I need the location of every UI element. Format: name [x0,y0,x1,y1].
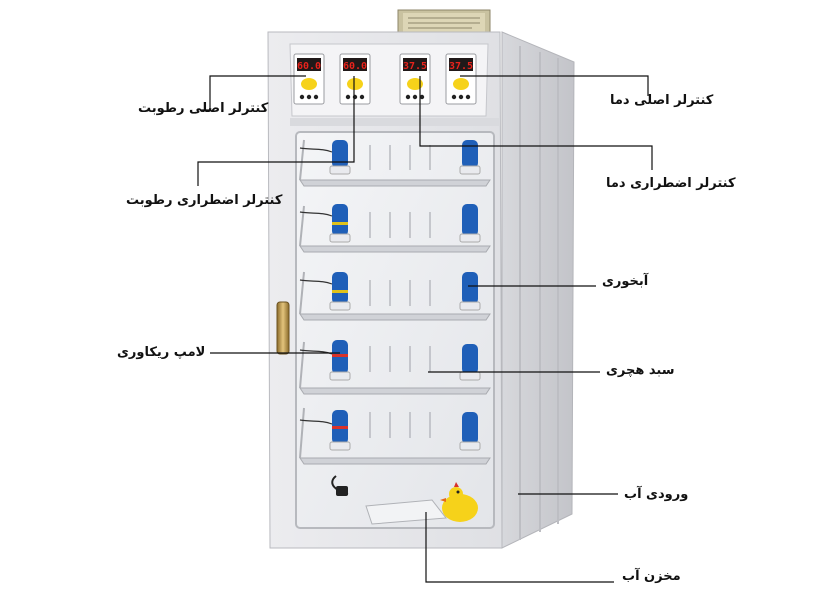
label-recovery-lamp: لامپ ریکاوری [117,345,206,360]
humidity-display-1: 60.0 [297,61,321,72]
label-emergency-humidity-controller: کنترلر اضطراری رطوبت [126,193,283,208]
temperature-controller-1: 37.5 [399,53,431,105]
temperature-display-1: 37.5 [403,61,427,72]
water-feeder-left-5 [329,410,351,451]
humidity-controller-1: 60.0 [293,53,325,105]
humidity-controller-2: 60.0 [339,53,371,105]
temperature-display-2: 37.5 [449,61,473,72]
humidity-display-2: 60.0 [343,61,367,72]
temperature-controller-2: 37.5 [445,53,477,105]
leader-main-humidity [200,75,306,111]
water-feeder-right-3 [459,272,481,311]
water-feeder-right-2 [459,204,481,243]
water-feeder-left-2 [329,204,351,243]
label-main-humidity-controller: کنترلر اصلی رطوبت [138,101,269,116]
egg-tray-3 [299,271,491,321]
egg-tray-1 [299,139,491,187]
water-feeder-right-1 [459,140,481,175]
water-feeder-left-4 [329,340,351,381]
leader-emergency-humidity [197,76,355,186]
egg-tray-5 [299,407,491,465]
leader-emergency-temperature [419,76,653,170]
leader-main-temperature [460,75,649,96]
label-emergency-temperature-controller: کنترلر اضطراری دما [606,176,736,191]
label-egg-tray: سبد هچری [606,363,675,378]
water-feeder-left-1 [329,140,351,175]
mascot-sticker [440,482,478,522]
label-water-tank: مخزن آب [622,569,681,584]
egg-tray-4 [299,341,491,395]
cabinet-side-panel [501,31,575,549]
label-water-feeder: آبخوری [602,274,649,289]
leader-lines [197,75,653,583]
glass-door-window [295,131,495,529]
leader-water-tank [425,512,614,583]
water-feeder-left-3 [329,272,351,311]
label-water-inlet: ورودی آب [624,487,689,502]
water-feeder-right-5 [459,412,481,451]
door-handle[interactable] [276,301,290,355]
label-main-temperature-controller: کنترلر اصلی دما [610,93,714,108]
water-feeder-right-4 [459,344,481,381]
egg-tray-2 [299,205,491,253]
